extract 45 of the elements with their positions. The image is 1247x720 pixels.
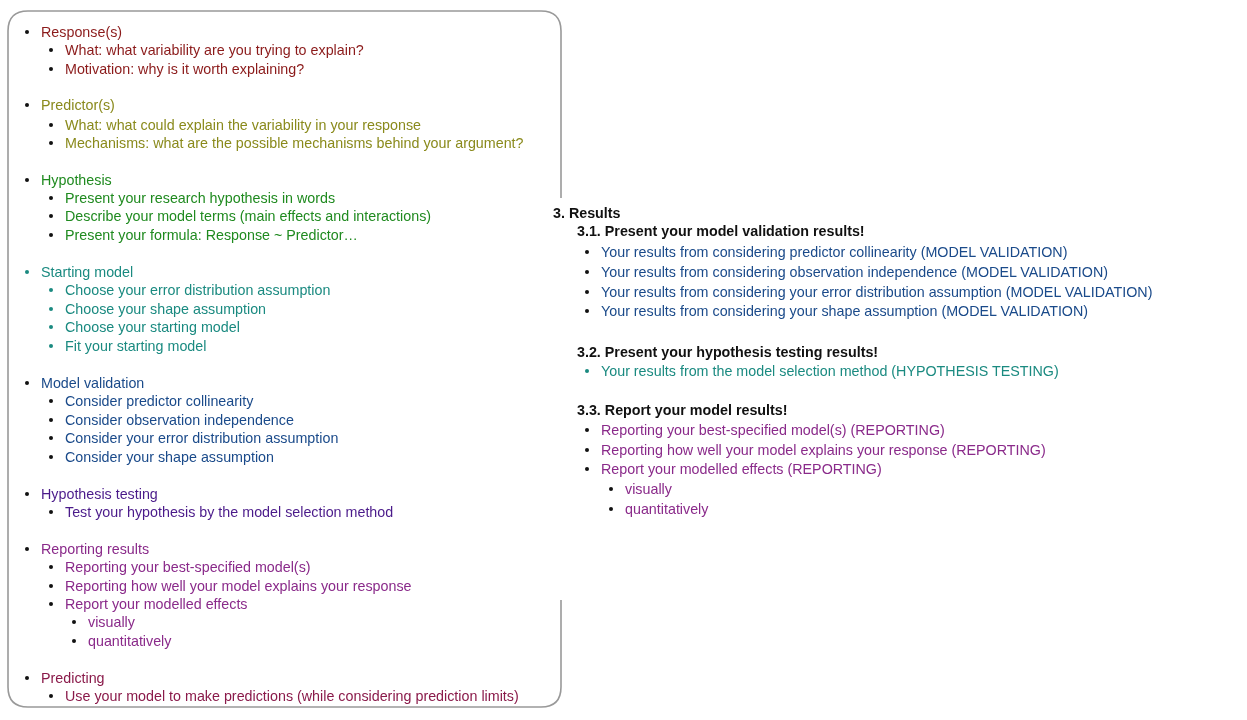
list-item: Choose your shape assumption: [65, 300, 267, 318]
list-heading: Response(s): [41, 23, 123, 41]
list-item: Reporting how well your model explains your response: [65, 577, 412, 595]
list-item: Your results from considering observation independence (MODEL VALIDATION): [601, 263, 1108, 281]
list-item: Reporting your best-specified model(s): [65, 558, 311, 576]
list-item: Consider predictor collinearity: [65, 392, 254, 410]
list-item: Motivation: why is it worth explaining?: [65, 60, 305, 78]
list-item: visually: [88, 613, 135, 631]
list-heading: Hypothesis: [41, 171, 112, 189]
list-item: Report your modelled effects: [65, 595, 248, 613]
list-item: Describe your model terms (main effects and interactions): [65, 207, 432, 225]
section-heading: 3. Results: [553, 204, 621, 222]
section-heading: 3.1. Present your model validation results!: [577, 222, 865, 240]
section-heading: 3.3. Report your model results!: [577, 401, 788, 419]
list-heading: Hypothesis testing: [41, 485, 158, 503]
list-heading: Predicting: [41, 669, 105, 687]
outline-panel: [7, 10, 562, 708]
list-item: Your results from considering predictor collinearity (MODEL VALIDATION): [601, 243, 1068, 261]
list-item: Consider your error distribution assumption: [65, 429, 339, 447]
list-item: Choose your error distribution assumption: [65, 281, 331, 299]
list-item: Your results from considering your shape assumption (MODEL VALIDATION): [601, 302, 1089, 320]
list-item: quantitatively: [88, 632, 172, 650]
list-item: Present your formula: Response ~ Predictor…: [65, 226, 358, 244]
list-item: Your results from the model selection method (HYPOTHESIS TESTING): [601, 362, 1059, 380]
list-item: Use your model to make predictions (while considering prediction limits): [65, 687, 519, 705]
list-item: Present your research hypothesis in words: [65, 189, 336, 207]
list-item: visually: [625, 480, 672, 498]
list-item: Reporting your best-specified model(s) (REPORTING): [601, 421, 945, 439]
list-item: Reporting how well your model explains your response (REPORTING): [601, 441, 1046, 459]
list-item: Consider observation independence: [65, 411, 294, 429]
list-item: What: what could explain the variability in your response: [65, 116, 422, 134]
list-item: Consider your shape assumption: [65, 448, 274, 466]
list-item: Test your hypothesis by the model selection method: [65, 503, 394, 521]
list-item: What: what variability are you trying to explain?: [65, 41, 364, 59]
list-heading: Model validation: [41, 374, 145, 392]
list-heading: Predictor(s): [41, 96, 115, 114]
list-heading: Starting model: [41, 263, 134, 281]
list-item: Your results from considering your error distribution assumption (MODEL VALIDATION): [601, 283, 1153, 301]
list-item: Choose your starting model: [65, 318, 240, 336]
list-item: Report your modelled effects (REPORTING): [601, 460, 882, 478]
list-heading: Reporting results: [41, 540, 150, 558]
list-item: Mechanisms: what are the possible mechanisms behind your argument?: [65, 134, 524, 152]
section-heading: 3.2. Present your hypothesis testing results!: [577, 343, 879, 361]
list-item: quantitatively: [625, 500, 709, 518]
list-item: Fit your starting model: [65, 337, 207, 355]
